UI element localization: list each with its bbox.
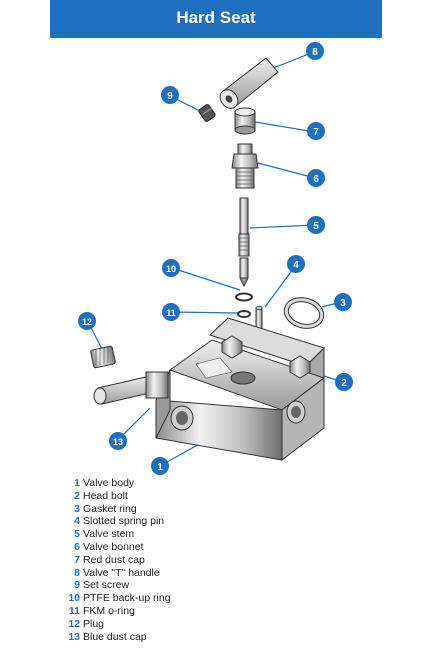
valve-bonnet-part: [231, 143, 259, 189]
t-handle-part: [219, 57, 279, 109]
part-number: 6: [74, 540, 80, 553]
part-number: 1: [74, 477, 80, 489]
head-bolt-part: [221, 335, 311, 379]
valve-body-part: [155, 317, 326, 462]
header-bar: Hard Seat: [50, 0, 382, 38]
callout-3: 3: [334, 293, 352, 311]
o-ring-part: [237, 310, 251, 318]
plug-part: [90, 345, 116, 369]
part-number: 3: [74, 502, 80, 515]
part-number: 11: [68, 604, 80, 617]
backup-ring-part: [235, 292, 253, 302]
part-label: Set screw: [83, 579, 130, 592]
part-label: Slotted spring pin: [83, 515, 165, 528]
callout-9: 9: [161, 86, 179, 104]
part-number: 2: [74, 489, 80, 502]
callout-11: 11: [162, 303, 180, 321]
callout-2-label: 2: [341, 378, 347, 389]
side-handle-part: [93, 371, 169, 405]
gasket-ring-part: [283, 297, 325, 329]
part-label: FKM o-ring: [83, 604, 135, 617]
part-label: Plug: [83, 617, 105, 630]
part-number: 4: [74, 515, 80, 528]
part-label: Valve bonnet: [83, 540, 144, 553]
callout-8-label: 8: [312, 47, 318, 58]
part-label: Valve stem: [83, 528, 135, 541]
callout-4-label: 4: [293, 260, 299, 271]
callout-12-label: 12: [82, 317, 92, 327]
callout-2: 2: [335, 373, 353, 391]
callout-8: 8: [306, 42, 324, 60]
callout-11-label: 11: [166, 308, 176, 318]
part-number: 7: [74, 553, 80, 566]
callout-1: 1: [151, 457, 169, 475]
part-number: 13: [68, 630, 80, 643]
part-number: 10: [68, 592, 80, 605]
callout-10: 10: [162, 259, 180, 277]
dust-cap-part: [234, 107, 256, 135]
callout-9-label: 9: [167, 91, 173, 102]
part-number: 12: [68, 617, 80, 630]
callout-7: 7: [307, 122, 325, 140]
page-title: Hard Seat: [176, 8, 256, 27]
part-label: PTFE back-up ring: [83, 592, 171, 605]
callout-13: 13: [109, 432, 127, 450]
callout-6-label: 6: [313, 174, 319, 185]
part-number: 9: [74, 579, 80, 592]
part-label: Valve body: [83, 477, 135, 489]
callout-10-label: 10: [166, 264, 176, 274]
callout-13-label: 13: [113, 437, 123, 447]
callout-4: 4: [287, 255, 305, 273]
callout-3-label: 3: [340, 298, 346, 309]
part-label: Red dust cap: [83, 553, 145, 566]
part-number: 8: [74, 566, 80, 579]
callout-12: 12: [78, 312, 96, 330]
valve-stem-part: [238, 197, 250, 288]
part-label: Valve "T" handle: [83, 566, 160, 579]
callout-5-label: 5: [313, 221, 319, 232]
part-label: Gasket ring: [83, 502, 137, 515]
callout-6: 6: [307, 169, 325, 187]
callout-1-label: 1: [157, 462, 163, 473]
part-number: 5: [74, 528, 80, 541]
set-screw-part: [198, 104, 216, 122]
part-label: Head bolt: [83, 489, 128, 502]
part-label: Blue dust cap: [83, 630, 147, 643]
callout-7-label: 7: [313, 127, 319, 138]
callout-5: 5: [307, 216, 325, 234]
